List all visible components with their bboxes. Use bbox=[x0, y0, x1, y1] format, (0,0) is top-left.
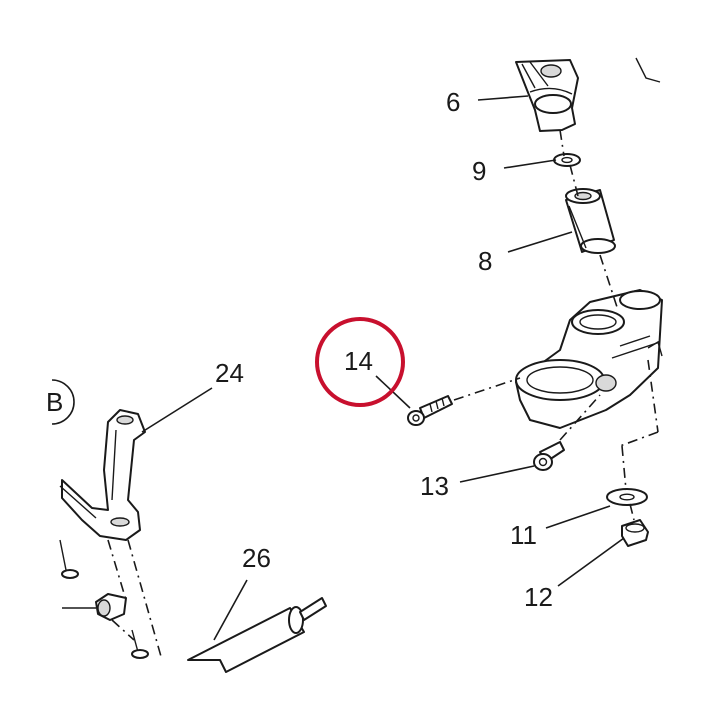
partial-bracket-top-right bbox=[635, 57, 661, 83]
callout-13: 13 bbox=[420, 471, 449, 501]
highlight-circle bbox=[315, 317, 405, 407]
assembly-lines bbox=[107, 129, 659, 661]
callout-9: 9 bbox=[472, 156, 487, 186]
part-11[interactable] bbox=[606, 488, 648, 506]
callout-6: 6 bbox=[446, 87, 461, 117]
callout-12: 12 bbox=[524, 582, 553, 612]
left-screw-upper[interactable] bbox=[59, 539, 79, 579]
detail-circle-b bbox=[51, 379, 75, 425]
left-screw-lower[interactable] bbox=[131, 629, 149, 659]
left-grommet[interactable] bbox=[95, 593, 127, 621]
callout-14: 14 bbox=[344, 346, 373, 376]
callout-24: 24 bbox=[215, 358, 244, 388]
main-clamp-body[interactable] bbox=[515, 289, 663, 429]
callout-26: 26 bbox=[242, 543, 271, 573]
part-9[interactable] bbox=[553, 153, 581, 167]
part-12[interactable] bbox=[621, 519, 649, 547]
part-13[interactable] bbox=[533, 441, 565, 471]
part-6[interactable] bbox=[515, 59, 579, 132]
part-24[interactable] bbox=[59, 409, 146, 541]
part-14[interactable] bbox=[407, 395, 453, 426]
callout-11: 11 bbox=[510, 520, 537, 550]
callout-b: B bbox=[46, 387, 64, 417]
callout-8: 8 bbox=[478, 246, 493, 276]
part-26[interactable] bbox=[187, 597, 327, 673]
part-8[interactable] bbox=[565, 188, 616, 254]
